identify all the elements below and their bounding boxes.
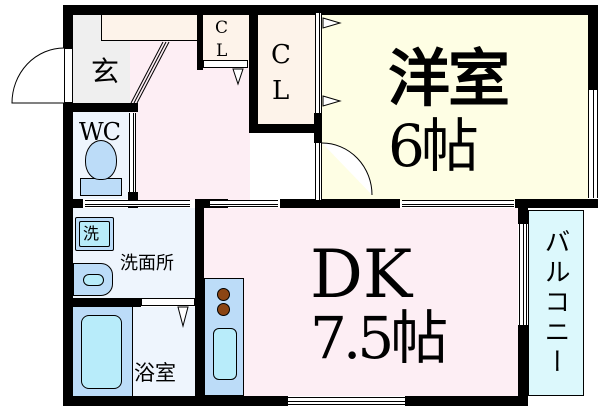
- wall-left-lower: [63, 103, 73, 406]
- wall-bottom-right: [405, 396, 528, 406]
- large-closet-c: C: [271, 40, 291, 70]
- window-western-bottom: [402, 200, 514, 207]
- bath-door: [141, 298, 195, 306]
- wall-mid-horizontal-2: [280, 199, 400, 208]
- small-closet-l: L: [216, 41, 228, 61]
- toilet-tank: [80, 178, 122, 196]
- small-closet-c: C: [215, 18, 229, 38]
- bathtub: [73, 307, 133, 396]
- closet-door-frame: [315, 13, 322, 113]
- dining-kitchen: [204, 208, 518, 396]
- wall-right-upper: [588, 5, 598, 90]
- wall-closet-door-stub: [314, 113, 322, 143]
- entrance-label: 玄: [91, 55, 120, 88]
- washroom-label: 洗面所: [120, 253, 174, 274]
- western-room-size: 6帖: [388, 112, 479, 180]
- kitchen-counter: [204, 278, 244, 396]
- wall-bottom: [63, 396, 288, 406]
- wall-mid-horizontal-3: [515, 199, 598, 208]
- wall-balcony-left-upper: [518, 199, 528, 224]
- wall-entrance-wc: [63, 103, 138, 112]
- small-closet-door: [203, 60, 248, 68]
- washing-machine: 洗: [75, 217, 114, 251]
- entry-door-frame: [64, 48, 73, 103]
- window-dk-balcony: [519, 224, 527, 325]
- wall-wash-bath: [63, 298, 141, 307]
- wc-door-frame: [129, 113, 136, 192]
- wc-label: WC: [79, 118, 121, 146]
- wall-large-closet-bottom: [249, 124, 322, 133]
- wall-top: [63, 5, 598, 15]
- entrance-shelf: [101, 13, 197, 41]
- stove-burner-1: [217, 288, 230, 301]
- small-closet: [202, 13, 250, 63]
- balcony: [528, 210, 584, 396]
- window-hall-bottom: [210, 200, 278, 207]
- stove-burner-2: [217, 303, 230, 316]
- balcony-label: バルコニー: [540, 228, 570, 378]
- window-dk-bottom: [288, 397, 405, 405]
- dk-label: DK: [310, 236, 413, 313]
- wall-wc-bottom: [63, 199, 83, 208]
- wall-dk-left: [195, 199, 204, 406]
- wall-large-closet-left: [249, 5, 258, 133]
- large-closet-l: L: [272, 76, 290, 106]
- window-wc-bottom: [85, 200, 190, 207]
- large-closet: [257, 13, 320, 125]
- western-room-label: 洋室: [388, 42, 510, 115]
- dk-size: 7.5帖: [310, 304, 448, 372]
- toilet-bowl: [85, 140, 117, 180]
- window-western-right: [588, 90, 598, 198]
- washbasin: [73, 263, 113, 296]
- western-door-frame: [315, 143, 322, 200]
- kitchen-sink: [213, 328, 237, 380]
- wall-left-upper: [63, 5, 73, 48]
- wall-balcony-left-lower: [518, 325, 528, 406]
- wall-small-closet-left: [197, 5, 203, 70]
- washer-label: 洗: [83, 224, 100, 243]
- bathroom-label: 浴室: [134, 361, 176, 385]
